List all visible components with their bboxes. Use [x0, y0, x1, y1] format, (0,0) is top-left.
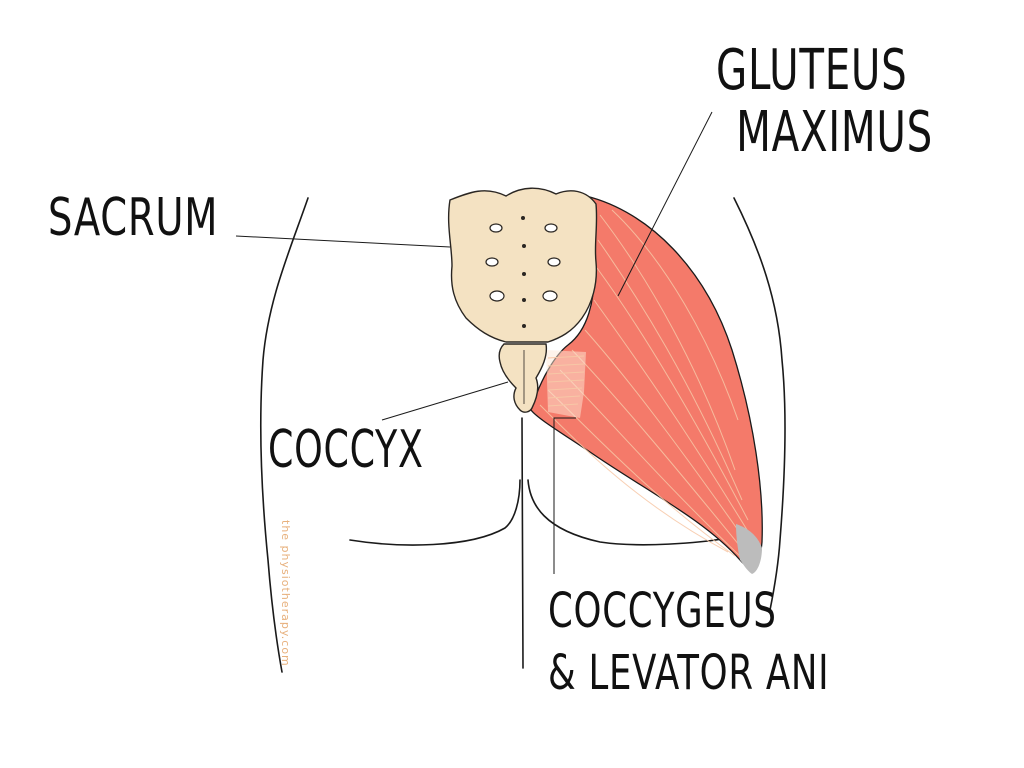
- coccygeus-label-line2: & LEVATOR ANI: [548, 645, 830, 701]
- gluteus-tendon: [736, 524, 762, 574]
- coccygeus-levator-ani-label: COCCYGEUS & LEVATOR ANI: [548, 580, 829, 704]
- coccyx-label: COCCYX: [268, 420, 424, 480]
- coccyx-leader-line: [381, 381, 509, 421]
- watermark: the physiotherapy.com: [279, 520, 292, 667]
- sacrum-bone: [447, 187, 598, 343]
- right-gluteal-fold: [527, 479, 729, 546]
- coccygeus-fibers: [547, 355, 585, 407]
- body-outline: [259, 197, 786, 673]
- sacrum-label: SACRUM: [48, 188, 219, 248]
- coccygeus-levator-region: [546, 350, 586, 418]
- sacrum-leader-line: [235, 235, 451, 248]
- coccyx-shape: [498, 343, 548, 413]
- coccygeus-label-line1: COCCYGEUS: [548, 583, 777, 639]
- left-hip-contour: [259, 197, 309, 673]
- gluteus-maximus-muscle: [530, 195, 763, 574]
- sacral-foramina: [485, 223, 561, 302]
- coccygeus-leader-line: [553, 417, 576, 574]
- gluteus-maximus-label: GLUTEUS MAXIMUS: [716, 40, 933, 164]
- right-hip-contour: [733, 197, 786, 611]
- leader-lines: [235, 111, 713, 574]
- sacrum-shape: [447, 187, 598, 343]
- gluteus-label-line2: MAXIMUS: [736, 100, 933, 165]
- gluteus-label-line1: GLUTEUS: [716, 38, 908, 103]
- gluteal-cleft: [521, 417, 524, 669]
- left-gluteal-fold: [349, 479, 521, 546]
- gluteus-maximus-shape: [530, 195, 763, 568]
- gluteus-leader-line: [617, 111, 713, 297]
- coccyx-bone: [498, 343, 548, 413]
- median-crest: [521, 216, 526, 328]
